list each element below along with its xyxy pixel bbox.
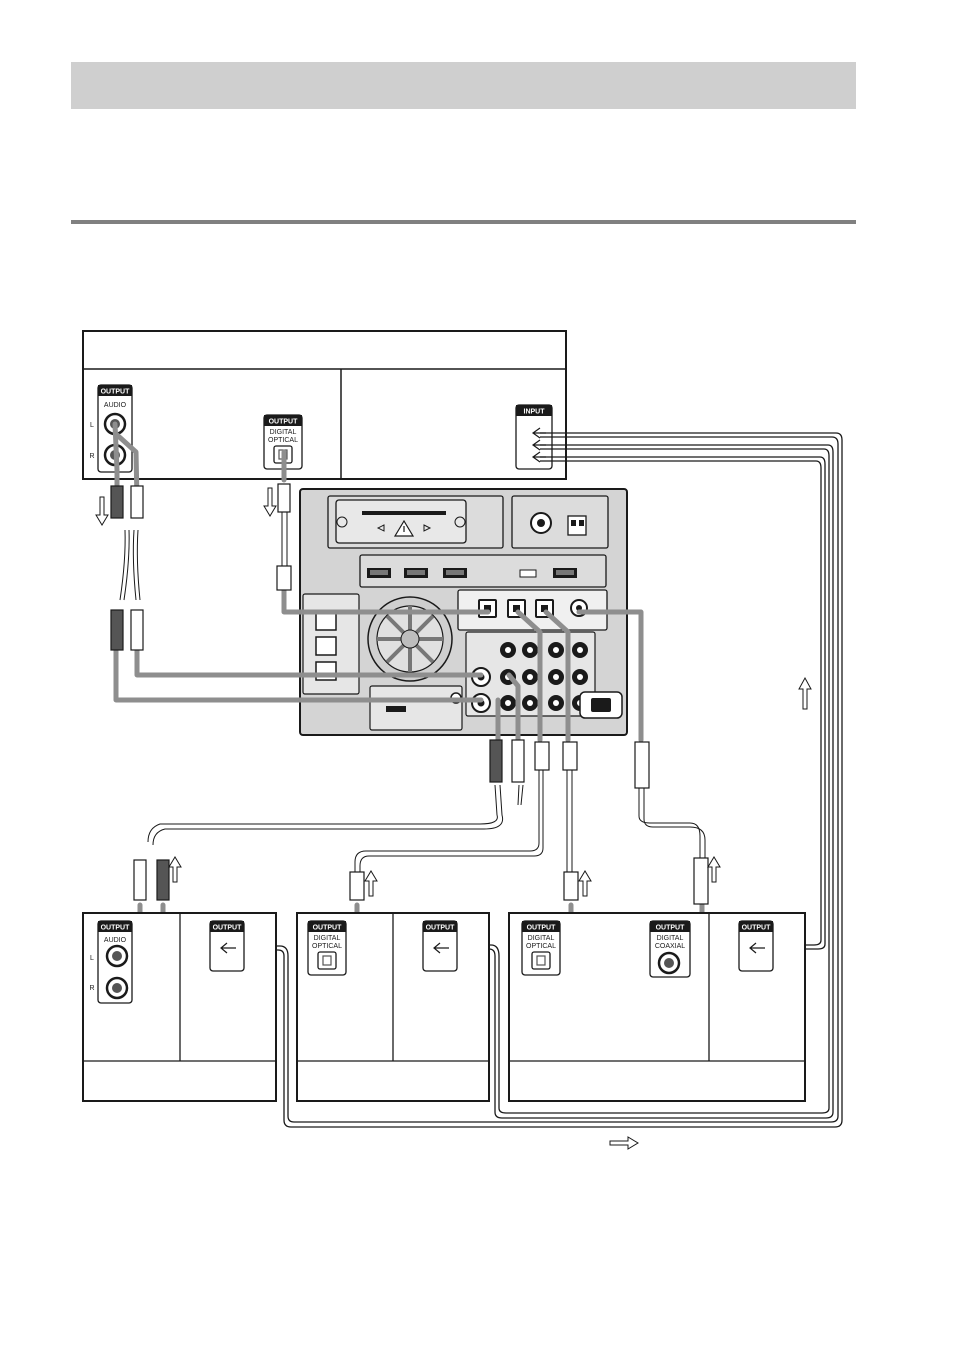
output-tag-label: OUTPUT (313, 925, 343, 932)
output-tag-label: OUTPUT (742, 925, 772, 932)
bottom-right-second-output-panel: OUTPUT (739, 921, 773, 971)
output-tag-label: OUTPUT (213, 925, 243, 932)
audio-label: AUDIO (104, 937, 127, 944)
output-tag-label: OUTPUT (101, 389, 131, 396)
audio-label: AUDIO (104, 402, 127, 409)
top-component (83, 331, 566, 479)
bottom-left-second-output-panel: OUTPUT (210, 921, 244, 971)
left-channel-label: L (90, 955, 94, 962)
digital-label: DIGITAL (270, 429, 297, 436)
optical-label: OPTICAL (312, 943, 342, 950)
digital-label: DIGITAL (657, 935, 684, 942)
digital-label: DIGITAL (314, 935, 341, 942)
coaxial-label: COAXIAL (655, 943, 685, 950)
right-channel-label: R (89, 453, 94, 460)
output-tag-label: OUTPUT (656, 925, 686, 932)
digital-label: DIGITAL (528, 935, 555, 942)
output-tag-label: OUTPUT (527, 925, 557, 932)
right-channel-label: R (89, 985, 94, 992)
bottom-right-optical-output-panel: OUTPUT DIGITAL OPTICAL (522, 921, 560, 975)
left-channel-label: L (90, 422, 94, 429)
optical-label: OPTICAL (526, 943, 556, 950)
bottom-right-coaxial-output-panel: OUTPUT DIGITAL COAXIAL (650, 921, 690, 977)
ac-inlet-icon (580, 692, 622, 718)
optical-label: OPTICAL (268, 437, 298, 444)
input-tag-label: INPUT (524, 409, 546, 416)
bottom-middle-second-output-panel: OUTPUT (423, 921, 457, 971)
bottom-middle-optical-output-panel: OUTPUT DIGITAL OPTICAL (308, 921, 346, 975)
output-tag-label: OUTPUT (101, 925, 131, 932)
output-tag-label: OUTPUT (426, 925, 456, 932)
output-tag-label: OUTPUT (269, 419, 299, 426)
